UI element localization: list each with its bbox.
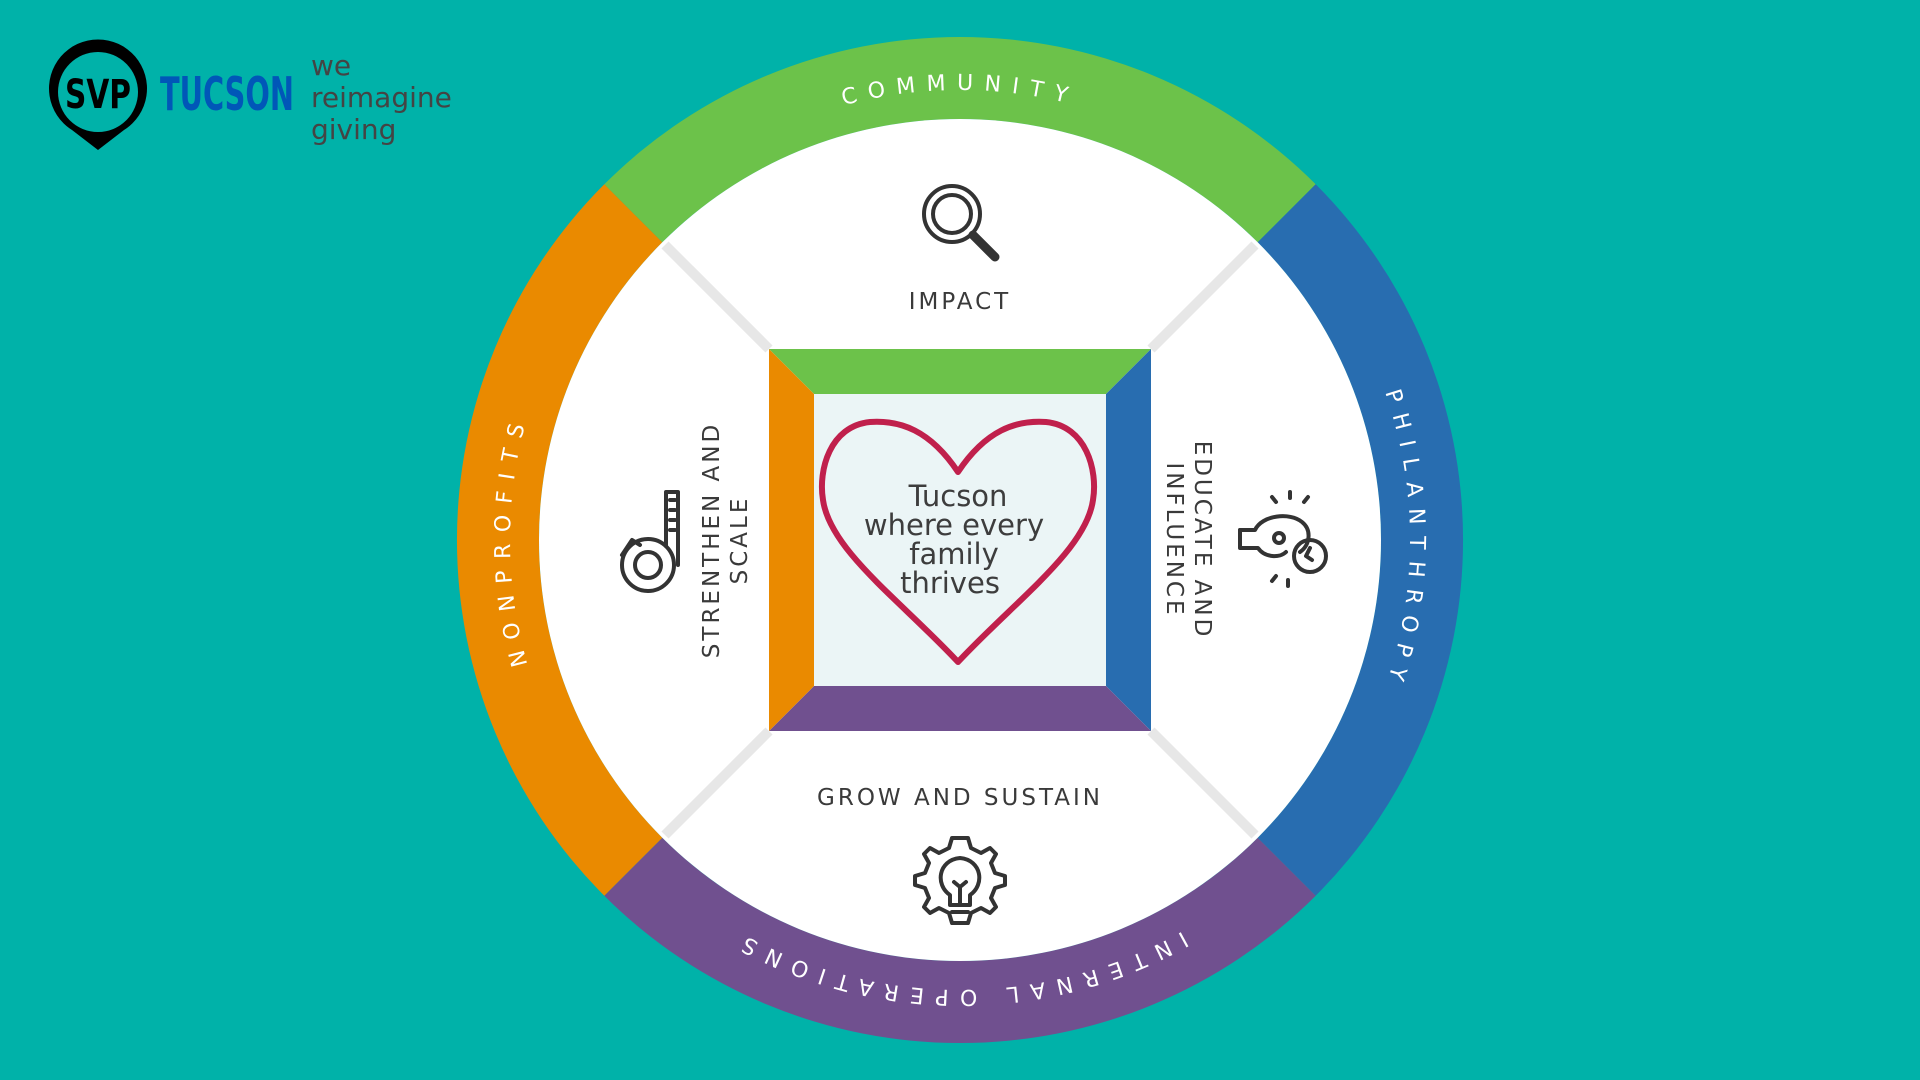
ring-segment-nonprofits xyxy=(456,184,663,896)
logo: SVP TUCSON we reimagine giving xyxy=(49,39,452,150)
gear-lightbulb-icon xyxy=(913,836,1007,925)
heart-icon xyxy=(819,418,1097,665)
tagline-line: we xyxy=(311,49,351,82)
label-line: SCALE xyxy=(727,496,753,585)
label-line: INFLUENCE xyxy=(1161,462,1187,617)
center-text-line: thrives xyxy=(900,566,1000,600)
ring-segment-community xyxy=(604,36,1316,243)
center-text-line: family xyxy=(909,537,999,571)
magnifier-icon xyxy=(922,184,1000,262)
logo-mark: SVP xyxy=(65,72,131,118)
logo-city: TUCSON xyxy=(160,67,294,121)
center-frame: Tucson where every family thrives xyxy=(769,349,1151,731)
frame-bottom xyxy=(769,686,1151,731)
frame-right xyxy=(1106,349,1151,731)
quadrant-label-educate-and-influence: EDUCATE AND INFLUENCE xyxy=(1161,441,1215,640)
quadrant-label-strengthen-and-scale: STRENTHEN AND SCALE xyxy=(699,422,753,658)
tagline-line: reimagine xyxy=(311,81,452,114)
quadrant-label-impact: IMPACT xyxy=(909,289,1011,315)
label-line: EDUCATE AND xyxy=(1189,441,1215,640)
center-text-line: Tucson xyxy=(908,479,1008,513)
ring-segment-internal-operations xyxy=(604,837,1316,1044)
center-text-line: where every xyxy=(864,508,1044,542)
frame-left xyxy=(769,349,814,731)
tagline-line: giving xyxy=(311,113,396,146)
quadrant-label-grow-and-sustain: GROW AND SUSTAIN xyxy=(817,785,1103,811)
label-line: STRENTHEN AND xyxy=(699,422,725,658)
tape-measure-icon xyxy=(620,490,680,593)
ring-segment-philanthropy xyxy=(1257,184,1464,896)
frame-top xyxy=(769,349,1151,394)
lightbulb-clock-icon xyxy=(1238,490,1328,588)
